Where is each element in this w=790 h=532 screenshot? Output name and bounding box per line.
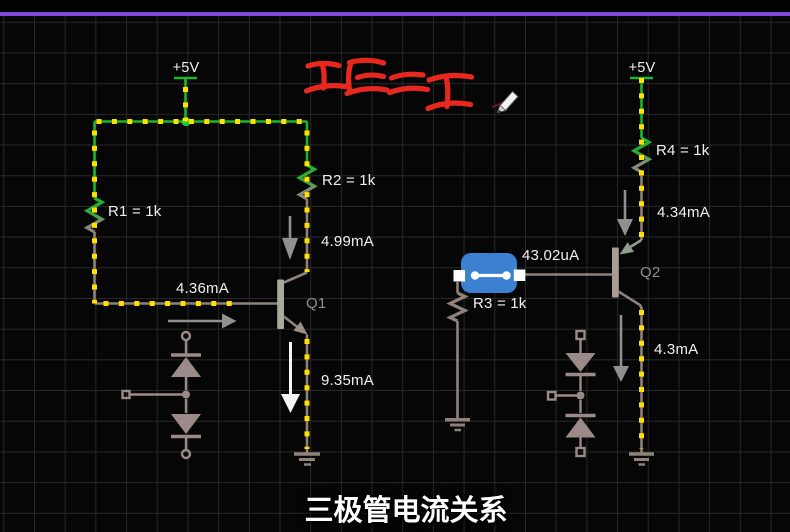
transistor-q2-icon[interactable] (612, 238, 643, 309)
base-current-arrow (168, 313, 237, 329)
label-base-current-q1: 4.36mA (176, 280, 229, 297)
resistor-r3-icon[interactable] (446, 291, 469, 323)
pencil-cursor-icon (491, 90, 519, 114)
resistor-r1-icon[interactable] (83, 196, 106, 234)
label-collector-current-q2: 4.3mA (654, 341, 699, 358)
handwritten-formula (303, 57, 475, 112)
label-r4: R4 = 1k (656, 142, 710, 159)
label-transistor-q1: Q1 (306, 295, 327, 312)
supply-label-right: +5V (628, 60, 656, 76)
emitter-current-arrow (281, 342, 300, 413)
label-r3: R3 = 1k (473, 295, 527, 312)
ground-icon-left[interactable] (294, 450, 320, 466)
video-caption-title: 三极管电流关系 (304, 495, 508, 527)
label-collector-current-q1: 4.99mA (321, 233, 374, 250)
pnp-diode-model-icon[interactable] (546, 329, 596, 458)
label-transistor-q2: Q2 (640, 264, 661, 281)
top-accent-bar (0, 12, 790, 16)
supply-label-left: +5V (172, 60, 200, 76)
collector-current-arrow-q2 (613, 315, 629, 382)
label-emitter-current-q1: 9.35mA (321, 372, 374, 389)
schematic-canvas[interactable] (0, 16, 790, 532)
npn-diode-model-icon[interactable] (121, 330, 202, 460)
resistor-r2-icon[interactable] (296, 163, 318, 201)
collector-current-arrow (282, 216, 298, 260)
ground-icon-r3[interactable] (445, 416, 470, 432)
label-emitter-current-q2: 4.34mA (657, 204, 710, 221)
ground-icon-right[interactable] (629, 450, 654, 466)
label-base-current-q2: 43.02uA (522, 247, 580, 264)
label-r2: R2 = 1k (322, 172, 376, 189)
ammeter-selected[interactable] (453, 253, 526, 293)
transistor-q1-icon[interactable] (277, 271, 308, 335)
label-r1: R1 = 1k (108, 203, 162, 220)
emitter-current-arrow-q2 (617, 190, 633, 236)
